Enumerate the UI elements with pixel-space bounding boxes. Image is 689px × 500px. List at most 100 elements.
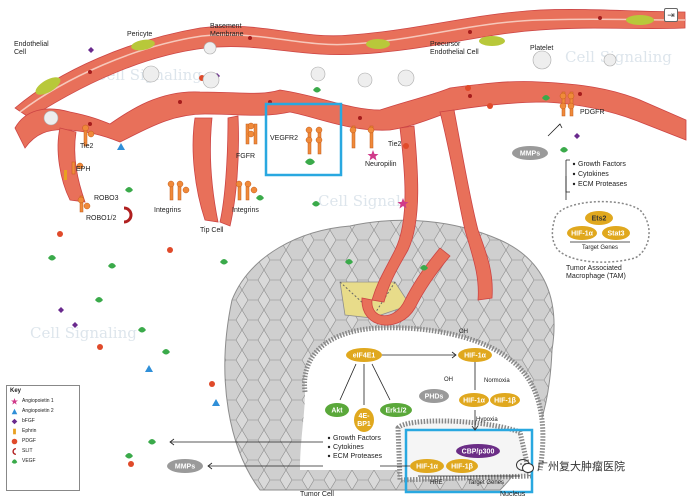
- watermark-text: Cell Signaling: [565, 48, 672, 66]
- slit-ligand: [123, 206, 133, 224]
- label-target-genes-nuc: Target Genes: [468, 480, 504, 486]
- label-neuropilin: Neuropilin: [365, 161, 397, 168]
- label-target-genes-tam: Target Genes: [582, 245, 618, 251]
- label-tie2-right: Tie2: [388, 141, 401, 148]
- legend-bar-icon: [10, 428, 19, 435]
- legend-star-icon: [10, 397, 19, 405]
- legend-item: PDGF: [10, 436, 76, 446]
- ets2-pill: Ets2: [592, 216, 607, 223]
- legend-item: bFGF: [10, 416, 76, 426]
- receptor-group: [71, 91, 575, 213]
- label-fgfr: FGFR: [236, 153, 255, 160]
- svg-text:MMPs: MMPs: [520, 151, 540, 158]
- legend-triangle-icon: [10, 408, 19, 415]
- integrin-receptor-right: [235, 180, 258, 201]
- 4ebp1-pill: 4E-BP1: [357, 413, 371, 428]
- stat3-pill: Stat3: [607, 231, 624, 238]
- label-hre: HRE: [430, 480, 443, 486]
- tumor-secretion-list: Growth Factors Cytokines ECM Proteases: [169, 435, 410, 470]
- nucleus-complex: CBP/p300 HIF-1α HIF-1β HRE Target Genes: [410, 444, 520, 486]
- svg-text:Cytokines: Cytokines: [578, 171, 609, 178]
- svg-text:Growth Factors: Growth Factors: [333, 435, 381, 442]
- hif1a-nuc-pill: HIF-1α: [416, 464, 439, 471]
- legend-circle-icon: [10, 438, 19, 445]
- legend-label: bFGF: [22, 418, 35, 424]
- wechat-icon: [516, 459, 534, 473]
- label-normoxia: Normoxia: [484, 378, 510, 384]
- hospital-watermark-text: 广州复大肿瘤医院: [537, 460, 625, 473]
- hif1a-cyt-pill: HIF-1α: [464, 353, 487, 360]
- svg-text:Cytokines: Cytokines: [333, 444, 364, 451]
- hif1a-mid-pill: HIF-1α: [463, 398, 486, 405]
- legend-key: Key Angiopoietin 1 Angiopoietin 2 bFGF Ephr…: [6, 385, 80, 491]
- legend-label: Ephrin: [22, 428, 37, 434]
- mmps-pill-top: MMPs: [512, 146, 548, 160]
- legend-label: VEGF: [22, 458, 36, 464]
- legend-item: Ephrin: [10, 426, 76, 436]
- pdgfr-receptor: [559, 91, 575, 117]
- legend-label: Angiopoietin 1: [22, 398, 54, 404]
- label-oh-mid: OH: [444, 377, 453, 383]
- label-tie2-left: Tie2: [80, 143, 93, 150]
- tie2-receptor-right: [349, 125, 375, 149]
- eif4e1-pill: eIF4E1: [353, 353, 376, 360]
- tie2-receptor-left: [82, 124, 95, 147]
- phds-pill: PHDs: [425, 394, 444, 401]
- legend-drop-icon: [10, 458, 19, 465]
- highlight-box-vegfr2: [264, 102, 343, 177]
- legend-title: Key: [10, 388, 22, 394]
- wechat-watermark: 广州复大肿瘤医院: [516, 458, 625, 474]
- highlight-box-nucleus: [404, 428, 534, 494]
- tam-cell: Ets2 HIF-1α Stat3 Target Genes: [551, 200, 650, 263]
- label-integrins-right: Integrins: [232, 207, 259, 214]
- legend-item: Angiopoietin 2: [10, 406, 76, 416]
- legend-item: SLIT: [10, 446, 76, 456]
- eph-receptor: [71, 161, 84, 175]
- label-pericyte: Pericyte: [127, 31, 152, 38]
- label-tip-cell: Tip Cell: [200, 227, 224, 234]
- legend-label: PDGF: [22, 438, 36, 444]
- hif1a-tam-pill: HIF-1α: [571, 231, 594, 238]
- label-nucleus: Nucleus: [500, 491, 526, 498]
- label-eph: EPH: [76, 166, 90, 173]
- tam-secretion-list: Growth Factors Cytokines ECM Proteases: [547, 123, 628, 200]
- svg-text:MMPs: MMPs: [175, 464, 195, 471]
- svg-text:Growth Factors: Growth Factors: [578, 161, 626, 168]
- vegfr2-receptor: [305, 126, 323, 155]
- robo-receptor: [77, 195, 91, 213]
- tumor-signaling: eIF4E1 HIF-1α OH OH Normoxia PHDs HIF-1α…: [325, 329, 520, 432]
- label-hypoxia: Hypoxia: [476, 417, 498, 423]
- label-platelet: Platelet: [530, 45, 553, 52]
- label-robo12: ROBO1/2: [86, 215, 116, 222]
- legend-label: Angiopoietin 2: [22, 408, 54, 414]
- label-integrins-left: Integrins: [154, 207, 181, 214]
- hif1b-mid-pill: HIF-1β: [494, 398, 517, 405]
- svg-text:ECM Proteases: ECM Proteases: [333, 453, 383, 460]
- mmps-pill-bottom: MMPs: [167, 459, 203, 473]
- fgfr-receptor: [245, 122, 258, 145]
- legend-arc-icon: [10, 447, 19, 455]
- watermark-text: Cell Signal: [318, 192, 401, 210]
- ephrin-ligand: [64, 170, 67, 180]
- watermark-text: Cell Signaling: [30, 324, 137, 342]
- integrin-receptor-left: [167, 180, 190, 201]
- blood-vessel: [14, 9, 687, 326]
- erk12-pill: Erk1/2: [385, 408, 406, 415]
- legend-diamond-icon: [10, 418, 19, 425]
- ligand-scatter: [43, 36, 617, 467]
- hif1b-nuc-pill: HIF-1β: [451, 464, 474, 471]
- svg-text:ECM Proteases: ECM Proteases: [578, 181, 628, 188]
- label-tumor-cell: Tumor Cell: [300, 491, 334, 498]
- legend-item: VEGF: [10, 456, 76, 466]
- legend-label: SLIT: [22, 448, 33, 454]
- label-pdgfr: PDGFR: [580, 109, 605, 116]
- akt-pill: Akt: [331, 408, 343, 415]
- exit-fullscreen-icon[interactable]: ⇥: [664, 8, 678, 22]
- cbp-p300-pill: CBP/p300: [462, 449, 495, 456]
